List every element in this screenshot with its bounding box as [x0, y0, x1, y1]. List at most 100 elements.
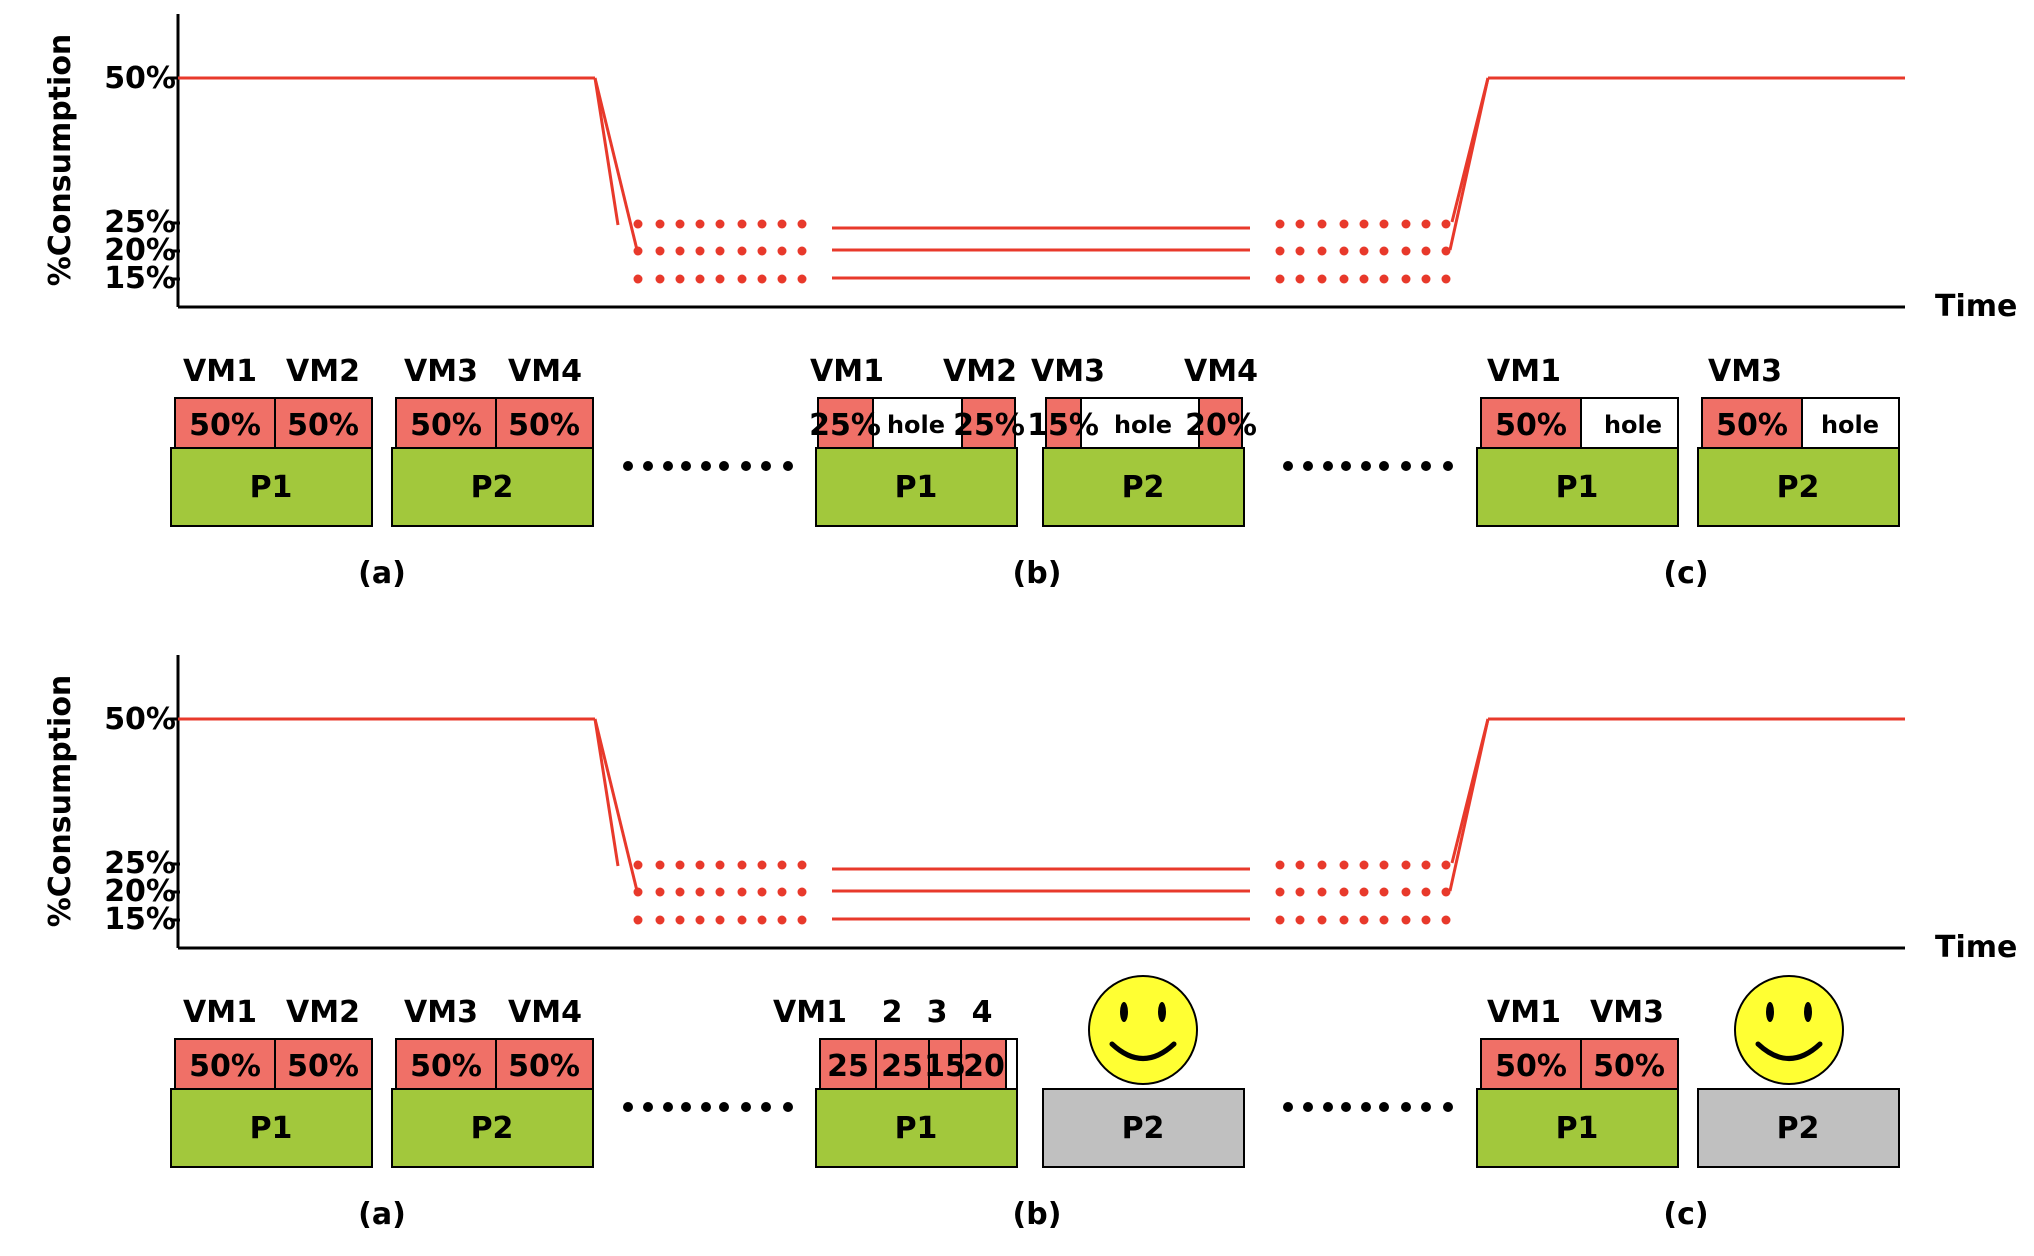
bottom-section: %Consumption Time 50% 25% 20% 15% VM1 VM…	[43, 655, 2017, 1232]
y-axis-label: %Consumption	[43, 34, 78, 287]
vm-value: 25%	[809, 408, 881, 443]
dot-marker	[1441, 860, 1451, 870]
dot-marker	[1317, 219, 1327, 229]
ellipsis-dot	[1443, 461, 1453, 471]
vm-label: VM4	[508, 354, 582, 389]
hole-label: hole	[1821, 411, 1879, 439]
vm-label: VM1	[773, 995, 847, 1030]
dot-marker	[737, 915, 747, 925]
dot-marker	[655, 860, 665, 870]
dot-marker	[1275, 887, 1285, 897]
drop-line-25	[593, 718, 620, 867]
dot-marker	[715, 915, 725, 925]
vm-label: 3	[927, 995, 948, 1030]
ellipsis-dot	[1341, 1102, 1351, 1112]
dot-marker	[757, 219, 767, 229]
pm-box-p2	[391, 447, 594, 527]
ellipsis-dot	[1401, 1102, 1411, 1112]
dot-marker	[675, 246, 685, 256]
pm-box-p2-off	[1042, 1088, 1245, 1168]
pm-box-p2-off	[1697, 1088, 1900, 1168]
top-chart: %Consumption Time 50% 25% 20% 15%	[43, 14, 2017, 324]
dot-marker	[797, 219, 807, 229]
vm-block	[274, 1038, 373, 1090]
dot-marker	[777, 219, 787, 229]
ellipsis-dot	[701, 461, 711, 471]
pm-box-p2	[1042, 447, 1245, 527]
vm-block	[495, 1038, 594, 1090]
dot-marker	[1317, 246, 1327, 256]
dot-marker	[675, 274, 685, 284]
dot-marker	[1295, 219, 1305, 229]
y-tick-15: 15%	[104, 261, 176, 296]
dot-marker	[1401, 860, 1411, 870]
vm-label: VM1	[183, 995, 257, 1030]
ellipsis-dot	[741, 461, 751, 471]
vm-value: 50%	[189, 408, 261, 443]
panel-caption: (c)	[1663, 1197, 1708, 1232]
dot-marker	[1379, 915, 1389, 925]
vm-label: VM2	[286, 354, 360, 389]
dot-marker	[1295, 860, 1305, 870]
vm-block	[274, 397, 373, 449]
dot-marker	[797, 246, 807, 256]
dot-marker	[1421, 915, 1431, 925]
dot-marker	[1379, 860, 1389, 870]
ellipsis-dot	[1323, 1102, 1333, 1112]
dot-marker	[757, 915, 767, 925]
bottom-ellipsis-1	[623, 1102, 793, 1112]
bottom-ellipsis-2	[1283, 1102, 1453, 1112]
dot-marker	[777, 274, 787, 284]
dot-marker	[633, 887, 643, 897]
pm-label: P1	[250, 1111, 293, 1146]
bottom-chart: %Consumption Time 50% 25% 20% 15%	[43, 655, 2017, 965]
ellipsis-dot	[719, 1102, 729, 1112]
y-tick-15: 15%	[104, 902, 176, 937]
hole-block	[1005, 1038, 1018, 1090]
vm-block	[1480, 1038, 1582, 1090]
vm-block	[961, 397, 1016, 449]
ellipsis-dot	[701, 1102, 711, 1112]
vm-value: 50%	[410, 408, 482, 443]
dot-marker	[1401, 274, 1411, 284]
hole-label: hole	[1114, 411, 1172, 439]
vm-value: 50%	[410, 1049, 482, 1084]
dot-marker	[675, 887, 685, 897]
dot-marker	[1359, 274, 1369, 284]
pm-label: P2	[1777, 1111, 1820, 1146]
hole-label: hole	[887, 411, 945, 439]
bottom-panel-a: VM1 VM2 VM3 VM4 50% 50% 50% 50% P1 P2 (a…	[170, 995, 594, 1232]
dot-marker	[633, 860, 643, 870]
ellipsis-dot	[1303, 461, 1313, 471]
dot-marker	[1339, 246, 1349, 256]
dot-marker	[633, 274, 643, 284]
dot-marker	[695, 860, 705, 870]
dot-marker	[1339, 860, 1349, 870]
panel-caption: (a)	[358, 556, 406, 591]
dot-marker	[1379, 887, 1389, 897]
ellipsis-dot	[1361, 461, 1371, 471]
dot-marker	[655, 887, 665, 897]
dot-marker	[1441, 219, 1451, 229]
dot-marker	[655, 246, 665, 256]
vm-label: VM1	[1487, 995, 1561, 1030]
x-axis-label: Time	[1935, 930, 2017, 965]
vm-label: VM3	[1031, 354, 1105, 389]
dot-marker	[1379, 246, 1389, 256]
smiley-icon	[1734, 975, 1844, 1085]
pm-label: P1	[1556, 470, 1599, 505]
ellipsis-dot	[1401, 461, 1411, 471]
top-section: %Consumption Time 50% 25% 20% 15% VM1 VM…	[43, 14, 2017, 591]
pm-label: P1	[250, 470, 293, 505]
pm-box-p1	[1476, 447, 1679, 527]
y-tick-25: 25%	[104, 205, 176, 240]
ellipsis-dot	[1341, 461, 1351, 471]
vm-value: 15%	[1027, 408, 1099, 443]
pm-label: P1	[895, 1111, 938, 1146]
dot-marker	[655, 219, 665, 229]
vm-block	[1580, 1038, 1679, 1090]
dot-marker	[797, 887, 807, 897]
vm-value: 50%	[1716, 408, 1788, 443]
bottom-dots	[633, 860, 1451, 925]
dot-marker	[1401, 246, 1411, 256]
